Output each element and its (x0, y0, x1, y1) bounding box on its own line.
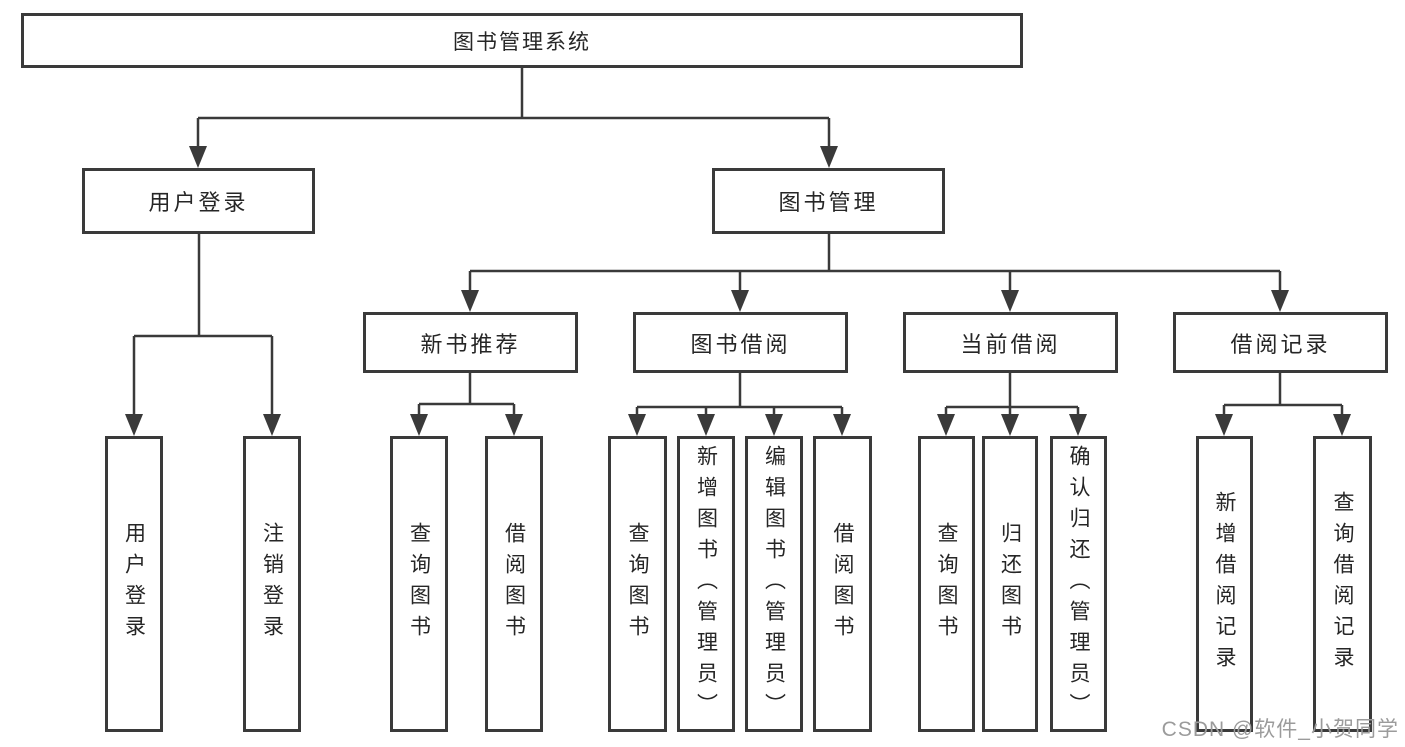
leaf-add-books-admin: 新增图书（管理员） (677, 436, 735, 732)
leaf-return-books-label: 归还图书 (998, 522, 1022, 646)
leaf-newbooks-borrow-books-label: 借阅图书 (502, 522, 526, 646)
node-new-book-recommend: 新书推荐 (363, 312, 578, 373)
node-book-management: 图书管理 (712, 168, 945, 234)
arrowheads (125, 146, 1351, 436)
node-borrow-records-label: 借阅记录 (1230, 331, 1331, 357)
node-user-login: 用户登录 (82, 168, 315, 234)
node-book-borrowing: 图书借阅 (633, 312, 848, 373)
node-user-login-label: 用户登录 (148, 190, 249, 215)
leaf-current-query-books: 查询图书 (918, 436, 975, 732)
leaf-logout-label: 注销登录 (260, 522, 284, 646)
leaf-query-borrow-record: 查询借阅记录 (1313, 436, 1372, 732)
node-root: 图书管理系统 (21, 13, 1023, 68)
node-new-book-recommend-label: 新书推荐 (420, 331, 521, 357)
leaf-borrowing-query-books: 查询图书 (608, 436, 667, 732)
leaf-add-books-admin-label: 新增图书（管理员） (694, 444, 718, 724)
leaf-newbooks-query-books-label: 查询图书 (407, 522, 431, 646)
leaf-newbooks-query-books: 查询图书 (390, 436, 448, 732)
leaf-edit-books-admin: 编辑图书（管理员） (745, 436, 803, 732)
leaf-add-borrow-record-label: 新增借阅记录 (1213, 491, 1236, 677)
leaf-edit-books-admin-label: 编辑图书（管理员） (762, 444, 786, 724)
leaf-user-login: 用户登录 (105, 436, 163, 732)
leaf-query-borrow-record-label: 查询借阅记录 (1331, 491, 1354, 677)
node-root-label: 图书管理系统 (453, 30, 591, 54)
leaf-return-books: 归还图书 (982, 436, 1038, 732)
connector-paths (132, 68, 1344, 418)
leaf-current-query-books-label: 查询图书 (935, 522, 958, 646)
leaf-borrowing-query-books-label: 查询图书 (626, 522, 649, 646)
leaf-borrowing-borrow-books-label: 借阅图书 (831, 522, 854, 646)
node-borrow-records: 借阅记录 (1173, 312, 1388, 373)
leaf-confirm-return-admin-label: 确认归还（管理员） (1067, 444, 1090, 724)
node-current-borrowing: 当前借阅 (903, 312, 1118, 373)
leaf-newbooks-borrow-books: 借阅图书 (485, 436, 543, 732)
leaf-user-login-label: 用户登录 (122, 522, 146, 646)
node-current-borrowing-label: 当前借阅 (960, 331, 1061, 357)
node-book-borrowing-label: 图书借阅 (690, 331, 791, 357)
csdn-watermark: CSDN @软件_小贺同学 (1161, 718, 1399, 741)
node-book-management-label: 图书管理 (778, 190, 879, 215)
leaf-borrowing-borrow-books: 借阅图书 (813, 436, 872, 732)
leaf-add-borrow-record: 新增借阅记录 (1196, 436, 1253, 732)
leaf-logout: 注销登录 (243, 436, 301, 732)
leaf-confirm-return-admin: 确认归还（管理员） (1050, 436, 1107, 732)
